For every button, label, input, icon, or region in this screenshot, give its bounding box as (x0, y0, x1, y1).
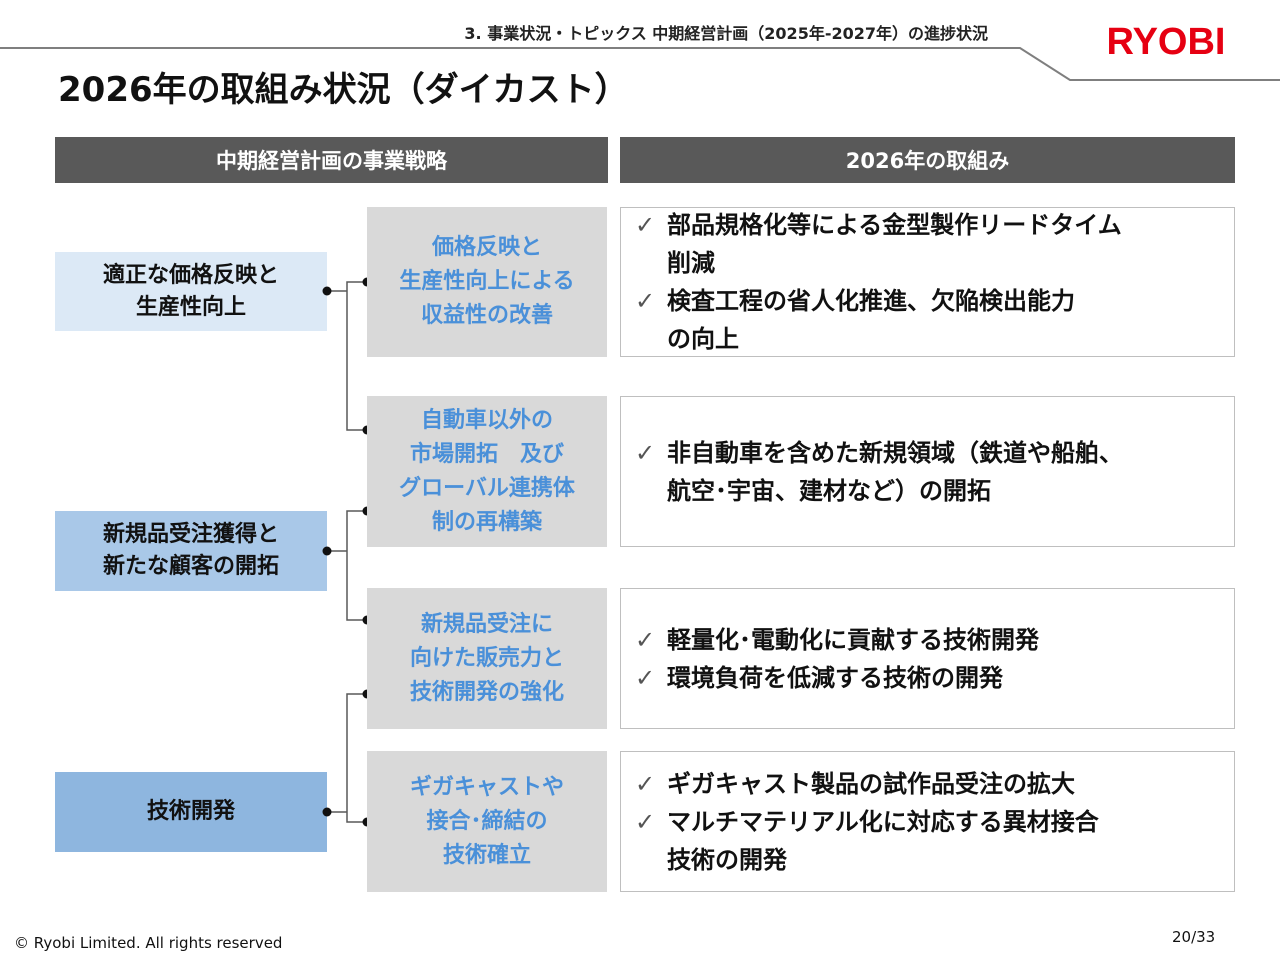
strategy-pricing-productivity: 適正な価格反映と 生産性向上 (55, 252, 327, 331)
action-item: ✓ 環境負荷を低減する技術の開発 (635, 659, 1234, 697)
check-icon: ✓ (635, 287, 656, 315)
sub-strategy-gigacast-joining: ギガキャストや 接合･締結の 技術確立 (367, 751, 607, 892)
action-item: ✓ マルチマテリアル化に対応する異材接合 技術の開発 (635, 803, 1234, 879)
copyright: © Ryobi Limited. All rights reserved (14, 934, 283, 952)
action-item: ✓ 非自動車を含めた新規領域（鉄道や船舶、 航空･宇宙、建材など）の開拓 (635, 434, 1234, 510)
page-number: 20/33 (1172, 928, 1216, 946)
check-icon: ✓ (635, 663, 656, 692)
ryobi-logo: RYOBI (1107, 21, 1226, 62)
check-icon: ✓ (635, 807, 656, 836)
action-item: ✓ 検査工程の省人化推進、欠陥検出能力 の向上 (635, 282, 1234, 358)
svg-text:RYOBI: RYOBI (1107, 21, 1226, 62)
column-header-strategy: 中期経営計画の事業戦略 (55, 137, 608, 183)
action-box-2: ✓ 非自動車を含めた新規領域（鉄道や船舶、 航空･宇宙、建材など）の開拓 (620, 396, 1235, 547)
action-box-1: ✓ 部品規格化等による金型製作リードタイム 削減 ✓ 検査工程の省人化推進、欠陥… (620, 207, 1235, 357)
action-box-3: ✓ 軽量化･電動化に貢献する技術開発 ✓ 環境負荷を低減する技術の開発 (620, 588, 1235, 729)
header-divider (0, 47, 1280, 81)
strategy-tech-development: 技術開発 (55, 772, 327, 852)
column-header-actions: 2026年の取組み (620, 137, 1235, 183)
check-icon: ✓ (635, 625, 656, 654)
sub-strategy-sales-tech: 新規品受注に 向けた販売力と 技術開発の強化 (367, 588, 607, 729)
action-item: ✓ ギガキャスト製品の試作品受注の拡大 (635, 765, 1234, 803)
check-icon: ✓ (635, 769, 656, 798)
sub-strategy-market-expansion: 自動車以外の 市場開拓 及び グローバル連携体 制の再構築 (367, 396, 607, 547)
check-icon: ✓ (635, 438, 656, 467)
breadcrumb: 3. 事業状況・トピックス 中期経営計画（2025年-2027年）の進捗状況 (464, 24, 988, 43)
action-box-4: ✓ ギガキャスト製品の試作品受注の拡大 ✓ マルチマテリアル化に対応する異材接合… (620, 751, 1235, 892)
strategy-new-orders-customers: 新規品受注獲得と 新たな顧客の開拓 (55, 511, 327, 591)
action-item: ✓ 部品規格化等による金型製作リードタイム 削減 (635, 206, 1234, 282)
page-title: 2026年の取組み状況（ダイカスト） (58, 70, 629, 110)
check-icon: ✓ (635, 211, 656, 239)
sub-strategy-profitability: 価格反映と 生産性向上による 収益性の改善 (367, 207, 607, 357)
action-item: ✓ 軽量化･電動化に貢献する技術開発 (635, 621, 1234, 659)
